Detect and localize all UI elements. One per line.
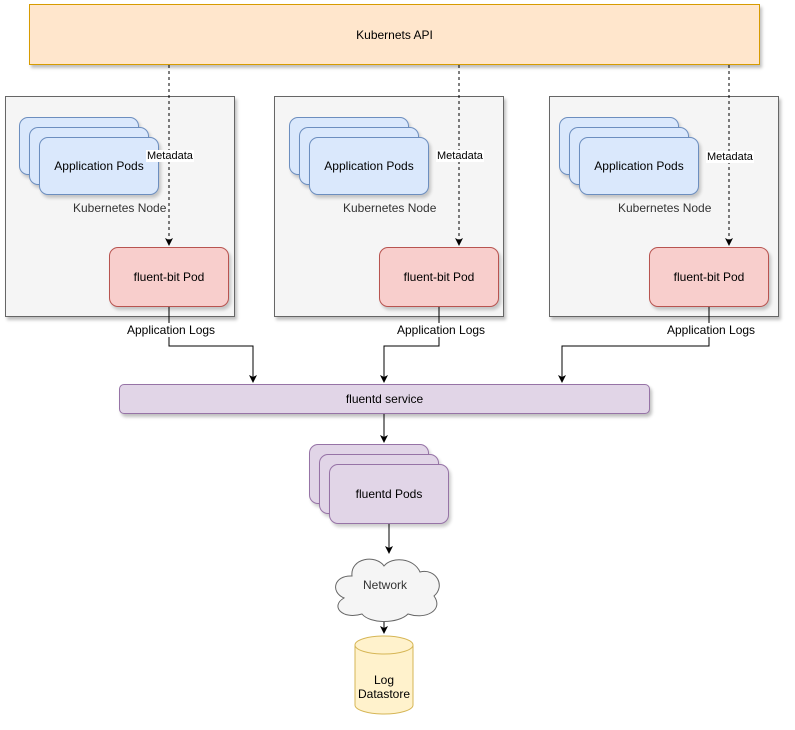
metadata-label-3: Metadata [706,151,754,163]
application-logs-label-2: Application Logs [396,323,487,337]
application-pods-1: Application Pods [39,137,159,195]
network-cloud-icon [335,558,440,622]
application-logs-label-1: Application Logs [126,323,217,337]
kubernetes-api-label: Kubernets API [356,27,433,42]
logs-edge-3 [558,307,710,383]
fluent-bit-pod-label-3: fluent-bit Pod [673,270,745,284]
fluentd-pods-label: fluentd Pods [355,487,423,501]
fluent-bit-pod-label-1: fluent-bit Pod [133,270,205,284]
kubernetes-node-label-3: Kubernetes Node [618,201,712,215]
fluent-bit-pod-1: fluent-bit Pod [109,247,229,307]
kubernetes-node-label-2: Kubernetes Node [343,201,437,215]
log-datastore-label-line1: Log [373,673,395,687]
kubernetes-node-label-1: Kubernetes Node [73,201,167,215]
fluentd-service-box: fluentd service [119,384,650,414]
application-pods-2: Application Pods [309,137,429,195]
fluentd-pods: fluentd Pods [329,464,449,524]
fluent-bit-pod-3: fluent-bit Pod [649,247,769,307]
log-datastore-label-line2: Datastore [357,687,411,701]
kubernetes-api-box: Kubernets API [29,4,760,65]
logs-edge-1 [168,307,257,383]
fluent-bit-pod-label-2: fluent-bit Pod [403,270,475,284]
log-datastore-label: Log Datastore [355,673,413,701]
log-datastore-cylinder-icon [354,635,414,715]
application-pods-label-2: Application Pods [324,159,414,173]
application-logs-label-3: Application Logs [666,323,757,337]
fluent-bit-pod-2: fluent-bit Pod [379,247,499,307]
metadata-label-2: Metadata [436,150,484,162]
logs-edge-2 [380,307,440,383]
metadata-label-1: Metadata [146,150,194,162]
fluentd-service-label: fluentd service [345,392,424,406]
application-pods-label-1: Application Pods [54,159,144,173]
application-pods-3: Application Pods [579,137,699,195]
network-label: Network [363,578,408,592]
application-pods-label-3: Application Pods [594,159,684,173]
